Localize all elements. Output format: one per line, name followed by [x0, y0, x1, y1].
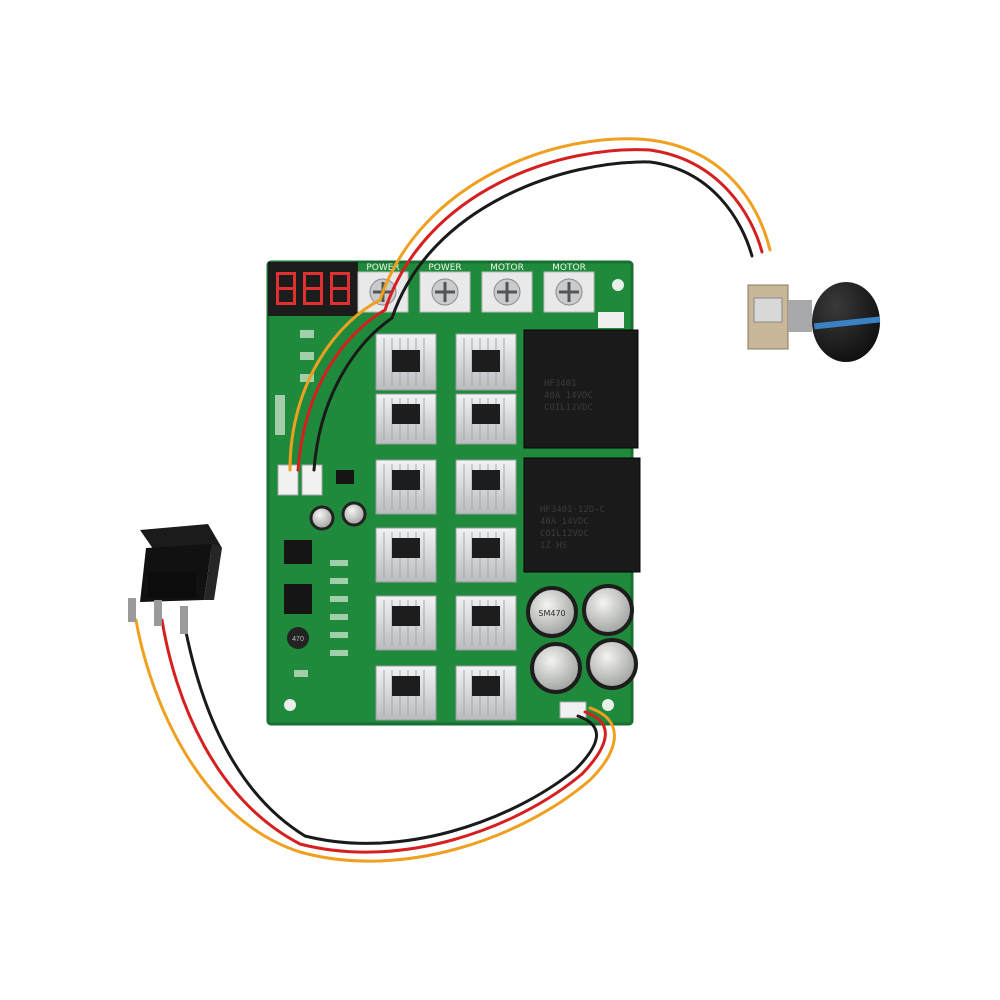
- capacitor: [530, 642, 582, 694]
- relay-text: 40A 14VDC: [540, 517, 589, 527]
- heatsink: [375, 333, 437, 391]
- terminal-power-2: POWER: [419, 263, 471, 313]
- knob-indicator-stripe: [813, 316, 881, 330]
- connector-header: [559, 701, 587, 719]
- terminal-label: POWER: [428, 263, 461, 273]
- mosfet-chip: [284, 584, 312, 614]
- capacitor-marking: SM470: [538, 609, 565, 618]
- potentiometer-shaft: [788, 300, 812, 332]
- potentiometer-wires: [288, 137, 772, 472]
- mounting-hole: [602, 699, 614, 711]
- mosfet-chip: [284, 540, 312, 564]
- relay-top: HF3401 40A 14VDC COIL12VDC: [523, 329, 639, 449]
- connector-header: [277, 464, 299, 496]
- terminal-motor-2: MOTOR: [543, 263, 595, 313]
- terminal-label: MOTOR: [552, 263, 586, 273]
- switch-pin: [180, 606, 188, 634]
- connector-header: [301, 464, 323, 496]
- display-digits: [276, 272, 350, 305]
- heatsink: [375, 459, 437, 515]
- rocker-switch: [128, 524, 222, 634]
- heatsink: [455, 527, 517, 583]
- relay-text: HF3401-12D-C: [540, 505, 605, 515]
- relay-text: HF3401: [544, 379, 577, 389]
- ic-chip: [336, 470, 354, 484]
- capacitor: [586, 638, 638, 690]
- switch-pin: [128, 598, 136, 622]
- small-components: 470: [277, 464, 587, 719]
- mounting-hole: [612, 279, 624, 291]
- seven-segment-display: [268, 262, 358, 316]
- heatsink: [375, 393, 437, 445]
- heatsink-array: [375, 333, 517, 721]
- capacitor: SM470: [526, 586, 578, 638]
- relay-text: 1Z HS: [540, 541, 567, 551]
- potentiometer: [747, 282, 881, 362]
- switch-wires: [134, 618, 616, 863]
- pcb-white-pad: [598, 312, 624, 328]
- heatsink: [375, 595, 437, 651]
- heatsink: [375, 527, 437, 583]
- heatsink: [455, 665, 517, 721]
- relay-text: COIL12VDC: [544, 403, 593, 413]
- heatsink: [455, 595, 517, 651]
- heatsink: [375, 665, 437, 721]
- switch-pin: [154, 600, 162, 626]
- electrolytic-capacitors: SM470: [526, 584, 638, 694]
- relay-text: COIL12VDC: [540, 529, 589, 539]
- relay-bottom: HF3401-12D-C 40A 14VDC COIL12VDC 1Z HS: [523, 457, 641, 573]
- small-capacitor: [309, 505, 335, 531]
- terminal-label: MOTOR: [490, 263, 524, 273]
- inductor-marking: 470: [292, 636, 304, 643]
- inductor: [287, 627, 309, 649]
- heatsink: [455, 459, 517, 515]
- heatsink: [455, 333, 517, 391]
- relay-text: 40A 14VDC: [544, 391, 593, 401]
- small-capacitor: [341, 501, 367, 527]
- terminal-motor-1: MOTOR: [481, 263, 533, 313]
- heatsink: [455, 393, 517, 445]
- mounting-hole: [284, 699, 296, 711]
- terminal-label: POWER: [366, 263, 399, 273]
- capacitor: [582, 584, 634, 636]
